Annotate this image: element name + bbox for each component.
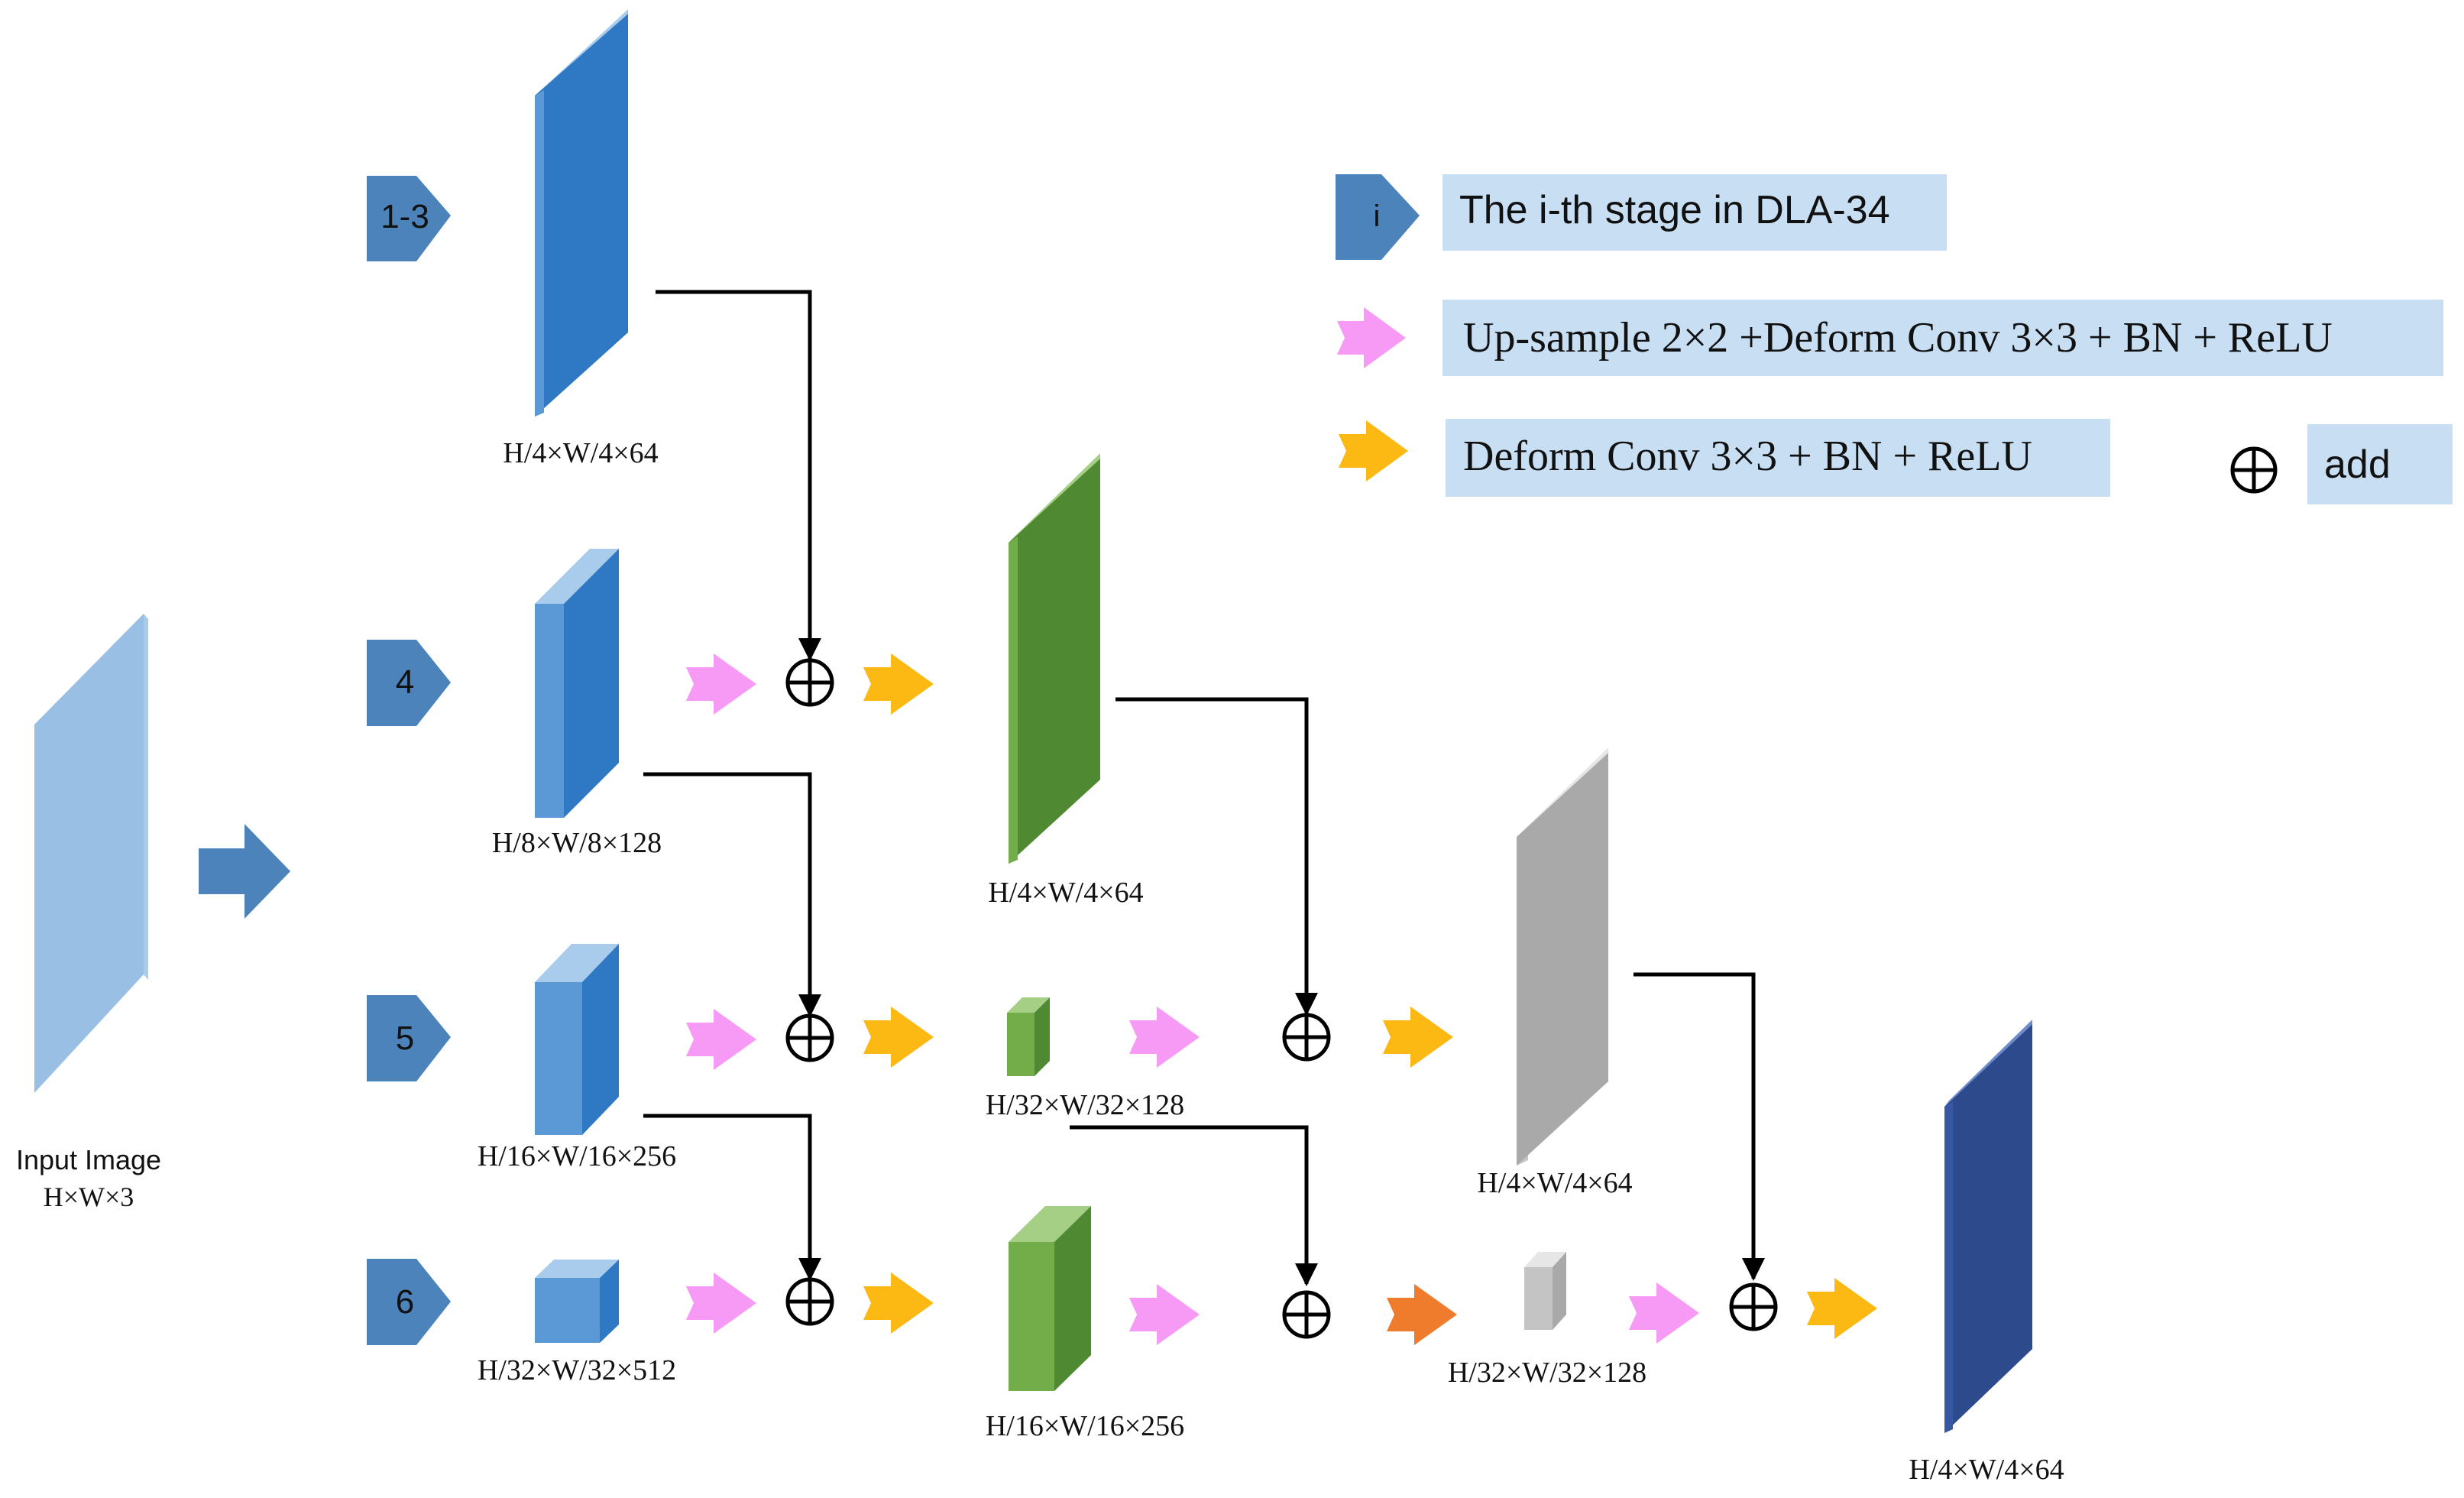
upsample-arrow-green-bottom [1129,1284,1200,1345]
deform-arrow-to-green-top [863,653,934,715]
deform-arrow-to-gray-bottom [1387,1284,1457,1345]
feature-block-stage-4 [535,549,619,818]
legend-stage-item: i The i-th stage in DLA-34 [1336,174,1947,260]
upsample-arrow-stage-5 [686,1009,756,1070]
label-stage-4-dims: H/8×W/8×128 [492,827,662,859]
svg-text:4: 4 [396,663,414,701]
deform-arrow-to-green-mid [863,1007,934,1068]
label-stage-1-3-dims: H/4×W/4×64 [503,437,658,469]
add-node-stage-5-icon [785,1013,834,1062]
green-block-mid [1007,997,1050,1076]
upsample-arrow-gray-bottom [1629,1282,1699,1344]
connector-stage-1-3-to-add [656,290,821,661]
output-block [1944,1020,2032,1433]
legend-stage-icon-letter: i [1374,199,1381,233]
add-node-mid-lower-icon [1282,1290,1331,1339]
label-stage-6-dims: H/32×W/32×512 [478,1354,676,1386]
svg-text:5: 5 [396,1020,414,1057]
label-gray-bottom-dims: H/32×W/32×128 [1448,1357,1646,1389]
label-green-mid-dims: H/32×W/32×128 [986,1089,1184,1121]
legend-deform-text: Deform Conv 3×3 + BN + ReLU [1463,433,2032,480]
deform-arrow-to-output [1807,1278,1877,1339]
input-image-title: Input Image [16,1144,161,1175]
upsample-arrow-stage-4 [686,653,756,715]
green-block-bottom [1009,1206,1091,1391]
operation-arrows [686,653,1877,1345]
label-green-bottom-dims: H/16×W/16×256 [986,1410,1184,1442]
skip-connections [643,290,1765,1286]
add-nodes [785,658,1778,1339]
connector-stage-4-to-add [643,772,821,1017]
feature-block-stage-1-3 [535,9,628,417]
stage-tag-6: 6 [367,1259,451,1345]
stage-tag-1-3: 1-3 [367,176,451,261]
add-node-stage-6-icon [785,1277,834,1326]
legend-deform-item: Deform Conv 3×3 + BN + ReLU [1339,419,2110,497]
legend: i The i-th stage in DLA-34 Up-sample 2×2… [1336,174,2453,504]
legend-upsample-text: Up-sample 2×2 +Deform Conv 3×3 + BN + Re… [1463,314,2333,362]
gray-block-bottom [1524,1252,1566,1330]
label-green-top-dims: H/4×W/4×64 [988,877,1143,909]
legend-stage-box [1442,174,1947,251]
input-image-dims: H×W×3 [44,1182,134,1212]
deform-arrow-to-green-bottom [863,1273,934,1334]
legend-add-text: add [2324,443,2391,487]
legend-add-item: add [2230,424,2453,504]
add-node-mid-upper-icon [1282,1013,1331,1062]
connector-gray-top-to-add [1633,972,1765,1281]
legend-add-box [2307,424,2453,504]
input-to-backbone-arrow [199,824,290,919]
legend-upsample-box [1442,300,2443,376]
label-gray-top-dims: H/4×W/4×64 [1477,1167,1632,1199]
upsample-arrow-green-mid [1129,1007,1200,1068]
add-node-stage-4-icon [785,658,834,707]
label-output-dims: H/4×W/4×64 [1909,1454,2064,1486]
legend-add-icon [2230,446,2278,494]
stage-tag-4: 4 [367,640,451,726]
legend-deform-box [1446,419,2110,497]
gray-block-top [1517,747,1608,1166]
svg-text:6: 6 [396,1283,414,1321]
svg-text:1-3: 1-3 [380,198,429,235]
stage-tag-5: 5 [367,995,451,1081]
deform-arrow-to-gray-top [1383,1007,1453,1068]
label-stage-5-dims: H/16×W/16×256 [478,1140,676,1172]
add-node-final-icon [1729,1282,1778,1331]
connector-stage-5-to-add [643,1114,821,1281]
upsample-arrow-stage-6 [686,1273,756,1334]
legend-stage-text: The i-th stage in DLA-34 [1459,188,1890,232]
legend-upsample-item: Up-sample 2×2 +Deform Conv 3×3 + BN + Re… [1337,300,2443,376]
connector-green-top-to-add [1115,697,1318,1016]
green-block-top [1009,453,1100,864]
input-image-block [34,614,148,1093]
feature-block-stage-6 [535,1260,619,1343]
connector-green-mid-to-add [1070,1125,1318,1286]
feature-block-stage-5 [535,944,619,1135]
